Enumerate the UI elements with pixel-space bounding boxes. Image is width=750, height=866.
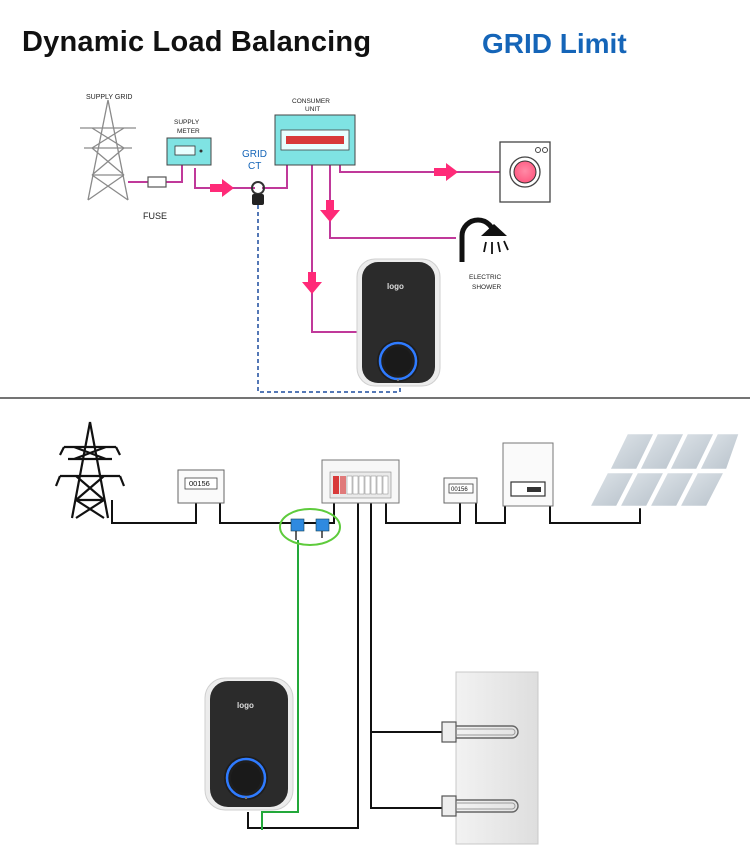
shower-icon — [459, 217, 509, 262]
shower-label-line2: SHOWER — [472, 284, 502, 291]
flow-arrows — [210, 163, 458, 294]
consumer-unit-label: CONSUMER — [292, 98, 330, 105]
shower-label: ELECTRIC — [469, 274, 501, 281]
ev-charger-icon — [356, 258, 441, 387]
consumer-unit-icon — [274, 114, 356, 166]
grid-limit-title: GRID Limit — [482, 28, 627, 59]
ct-signal-wire — [257, 205, 401, 393]
bottom-diagram: 00156 00156 — [54, 421, 742, 845]
meter-icon — [166, 137, 212, 166]
supply-grid-label: SUPPLY GRID — [86, 94, 132, 101]
ct-clamp-icon — [251, 181, 265, 205]
charger-logo: logo — [237, 701, 254, 710]
ct-clamp-icon — [279, 508, 341, 546]
washing-machine-icon — [499, 141, 551, 203]
top-diagram: SUPPLY GRID FUSE SUPPLY METER — [80, 94, 551, 393]
solar-meter-icon — [443, 477, 478, 504]
solar-panel-icon — [586, 431, 742, 509]
grid-ct-label-line2: CT — [248, 161, 261, 172]
distribution-board-icon — [321, 459, 400, 504]
fuse-icon — [147, 176, 167, 188]
page-title: Dynamic Load Balancing — [22, 26, 372, 58]
solar-meter-reading: 00156 — [451, 487, 468, 493]
fuse-label: FUSE — [143, 211, 167, 221]
supply-meter-label-line2: METER — [177, 128, 200, 135]
power-lines — [128, 165, 500, 333]
inverter-icon — [502, 442, 554, 507]
supply-meter-label: SUPPLY — [174, 119, 200, 126]
charger-logo: logo — [387, 282, 404, 291]
pylon-icon — [54, 421, 126, 519]
water-heater-icon — [441, 671, 539, 845]
pylon-icon — [80, 99, 136, 201]
grid-ct-label: GRID — [242, 149, 267, 160]
grid-meter-icon — [177, 469, 225, 504]
main-wiring — [111, 500, 641, 829]
ev-charger-icon — [204, 677, 294, 811]
ct-signal-wire — [261, 540, 299, 830]
grid-meter-reading: 00156 — [189, 479, 210, 488]
consumer-unit-label-line2: UNIT — [305, 106, 320, 113]
